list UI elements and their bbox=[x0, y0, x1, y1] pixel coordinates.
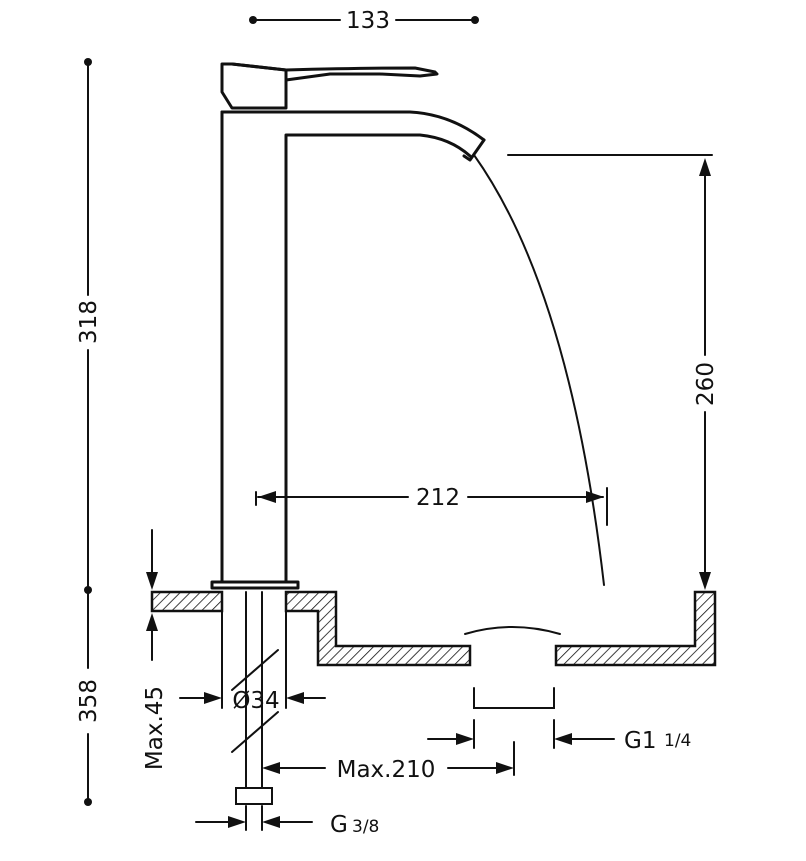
label-g1-fraction: 1/4 bbox=[664, 731, 691, 751]
label-318: 318 bbox=[76, 300, 102, 344]
basin-left bbox=[284, 590, 472, 667]
lever-handle bbox=[220, 62, 288, 110]
dim-width-top: 133 bbox=[249, 8, 479, 34]
label-g-fraction: 3/8 bbox=[352, 817, 379, 837]
dim-total-height: 318 bbox=[76, 58, 102, 594]
dim-spout-reach: 212 bbox=[255, 485, 608, 526]
label-g: G bbox=[330, 812, 348, 838]
spout-underside bbox=[284, 133, 472, 584]
dim-spout-height: 260 bbox=[507, 154, 719, 590]
label-d34: Ø34 bbox=[232, 688, 279, 714]
dim-supply-thread: G 3/8 bbox=[195, 805, 379, 838]
faucet-base-plate bbox=[210, 580, 300, 590]
label-358: 358 bbox=[76, 679, 102, 723]
dim-counter-thickness: Max.45 bbox=[142, 529, 168, 770]
dim-overall-height: 358 bbox=[76, 589, 102, 806]
label-260: 260 bbox=[693, 362, 719, 406]
countertop-section bbox=[150, 590, 717, 709]
dim-max-hose-length: Max.210 bbox=[262, 741, 515, 783]
water-stream bbox=[473, 154, 605, 586]
spout-tip bbox=[462, 138, 486, 162]
spout-top bbox=[220, 110, 486, 142]
dim-hole-diameter: Ø34 bbox=[179, 611, 326, 714]
drain-cap bbox=[464, 626, 561, 635]
dim-drain-thread: G1 1/4 bbox=[427, 719, 691, 754]
hose-connector bbox=[235, 787, 273, 805]
faucet-body bbox=[210, 62, 486, 590]
label-max45: Max.45 bbox=[142, 686, 168, 770]
lever-blade bbox=[284, 66, 439, 82]
label-g1: G1 bbox=[624, 728, 656, 754]
basin-right bbox=[554, 590, 717, 667]
label-max210: Max.210 bbox=[337, 757, 436, 783]
drain-pipe bbox=[473, 687, 555, 709]
countertop-left bbox=[150, 590, 224, 613]
supply-hose bbox=[231, 591, 279, 805]
label-212: 212 bbox=[416, 485, 460, 511]
label-133: 133 bbox=[346, 8, 390, 34]
